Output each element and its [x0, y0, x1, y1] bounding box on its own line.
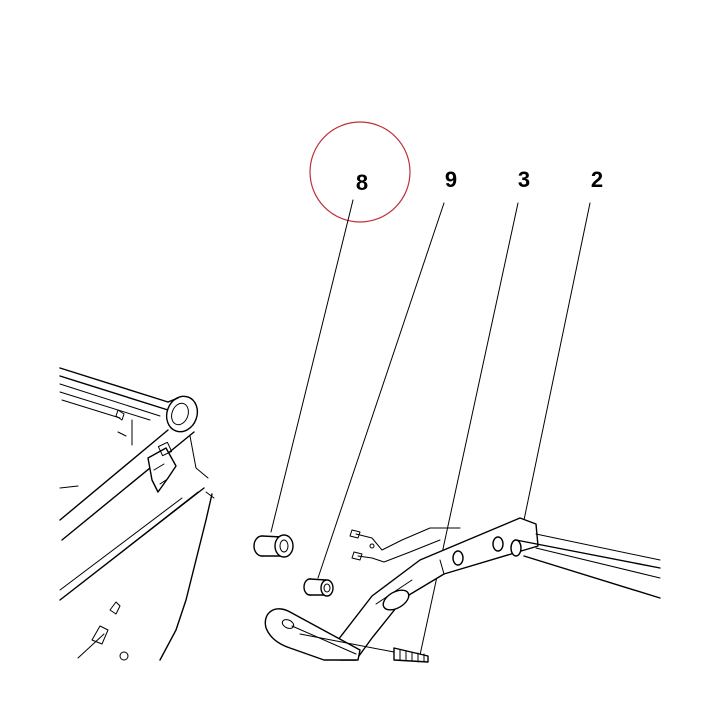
callout-9-label[interactable]: 9	[445, 167, 457, 192]
leader-line-3	[419, 202, 519, 656]
callout-8-label[interactable]: 8	[356, 170, 368, 195]
part-8-bushing	[253, 534, 294, 558]
right-bracket-assembly	[264, 517, 661, 663]
left-frame-assembly	[59, 367, 215, 661]
callout-3-label[interactable]: 3	[518, 167, 530, 192]
callout-2-label[interactable]: 2	[591, 167, 603, 192]
leader-line-2	[523, 202, 591, 521]
leader-line-9	[317, 202, 445, 579]
leader-line-8	[270, 199, 354, 533]
part-9-bushing	[303, 578, 334, 597]
highlight-circle	[309, 121, 411, 223]
